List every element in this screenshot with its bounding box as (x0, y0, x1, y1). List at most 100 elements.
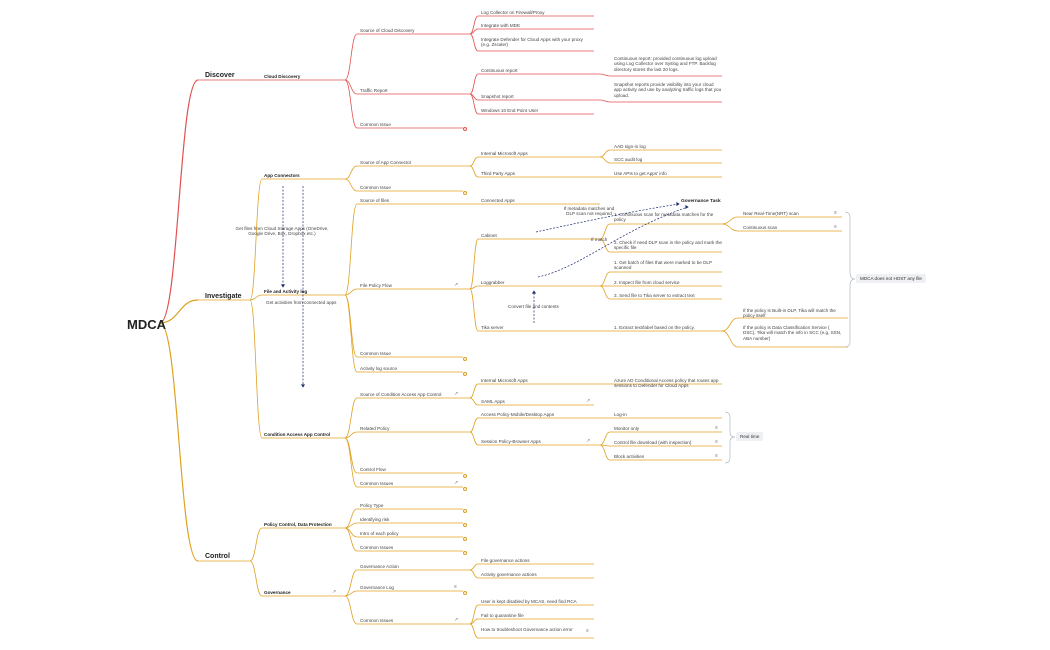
external-link-icon[interactable]: ↗ (454, 282, 459, 288)
collapsed-indicator[interactable] (463, 191, 467, 195)
leaf-activity-governance[interactable]: Activity governance actions (481, 572, 537, 577)
node-common-issues-governance[interactable]: Common Issues (360, 618, 394, 623)
node-related-policy[interactable]: Related Policy (360, 426, 390, 431)
node-caac[interactable]: Condition Access App Control (264, 432, 331, 437)
node-source-app-connector[interactable]: Source of App Connector (360, 160, 412, 165)
node-policy-type[interactable]: Policy Type (360, 503, 384, 508)
external-link-icon[interactable]: ↗ (454, 391, 459, 397)
external-link-icon[interactable]: ↗ (454, 617, 459, 623)
leaf-monitor-only[interactable]: Monitor only (614, 426, 640, 431)
branch-control[interactable]: Control (205, 553, 230, 560)
node-intro-policy[interactable]: Intro of each policy (360, 531, 399, 536)
node-governance-log[interactable]: Governance Log (360, 585, 394, 590)
node-policy-control[interactable]: Policy Control, Data Protection (264, 522, 332, 527)
notes-icon[interactable]: ≡ (834, 224, 837, 230)
notes-icon[interactable]: ≡ (834, 210, 837, 216)
summary-real-time[interactable]: Real time (736, 432, 764, 441)
external-link-icon[interactable]: ↗ (586, 438, 591, 444)
leaf-internal-ms-apps[interactable]: Internal Microsoft Apps (481, 151, 528, 156)
external-link-icon[interactable]: ↗ (586, 398, 591, 404)
leaf-log-collector[interactable]: Log Collector on Firewall/Proxy (481, 10, 545, 15)
notes-icon[interactable]: ≡ (715, 453, 718, 459)
leaf-fail-quarantine[interactable]: Fail to quarantine file (481, 613, 524, 618)
collapsed-indicator[interactable] (463, 509, 467, 513)
node-file-activity-log[interactable]: File and Activity log (264, 289, 308, 294)
collapsed-indicator[interactable] (463, 474, 467, 478)
node-file-policy-flow[interactable]: File Policy Flow (360, 283, 392, 288)
leaf-continuous-scan[interactable]: Continuous scan (743, 225, 778, 230)
leaf-session-policy[interactable]: Session Policy-Browser Apps (481, 439, 541, 444)
node-governance-action[interactable]: Governance Action (360, 564, 399, 569)
leaf-loggrabber-step2[interactable]: 2. Inspect file from cloud service (614, 280, 680, 285)
node-control-flow[interactable]: Control Flow (360, 467, 386, 472)
collapsed-indicator[interactable] (463, 487, 467, 491)
leaf-control-download[interactable]: Control file download (with inspection) (614, 440, 692, 445)
collapsed-indicator[interactable] (463, 537, 467, 541)
leaf-use-apis[interactable]: Use APIs to get Apps' info (614, 171, 667, 176)
collapsed-indicator[interactable] (463, 591, 467, 595)
node-source-cloud-discovery[interactable]: Source of Cloud Discovery (360, 28, 415, 33)
node-activity-log-source[interactable]: Activity log source (360, 366, 398, 371)
connector-line (599, 271, 611, 287)
node-source-of-files[interactable]: Source of files (360, 198, 390, 203)
leaf-continuous-report[interactable]: Continuous report (481, 68, 518, 73)
leaf-loggrabber-step3[interactable]: 3. Send file to Tika server to extract t… (614, 293, 695, 298)
leaf-cabinet-step2[interactable]: 2. Check if need DLP scan in the policy … (614, 240, 722, 251)
leaf-troubleshoot-governance[interactable]: How to troubleshoot Governance action er… (481, 627, 573, 632)
collapsed-indicator[interactable] (463, 551, 467, 555)
leaf-loggrabber-step1[interactable]: 1. Get batch of files that were marked t… (614, 260, 712, 271)
node-common-issue-discover[interactable]: Common Issue (360, 122, 391, 127)
leaf-integrate-mde[interactable]: Integrate with MDE (481, 23, 521, 28)
collapsed-indicator[interactable] (463, 372, 467, 376)
node-loggrabber[interactable]: Loggrabber (481, 280, 505, 285)
leaf-connected-apps[interactable]: Connected Apps (481, 198, 515, 203)
node-tika-server[interactable]: Tika server (481, 325, 504, 330)
collapsed-indicator[interactable] (463, 127, 467, 131)
collapsed-indicator[interactable] (463, 523, 467, 527)
node-app-connectors[interactable]: App Connectors (264, 173, 300, 178)
node-common-issue-files[interactable]: Common Issue (360, 351, 391, 356)
leaf-integrate-proxy[interactable]: Integrate Defender for Cloud Apps with y… (481, 37, 583, 48)
leaf-file-governance[interactable]: File governance actions (481, 558, 530, 563)
root-node[interactable]: MDCA (127, 317, 166, 332)
leaf-user-disabled[interactable]: User is kept disabled by MCAS, need find… (481, 599, 577, 604)
leaf-login[interactable]: Log-in (614, 412, 627, 417)
notes-icon[interactable]: ≡ (715, 439, 718, 445)
leaf-azure-ca[interactable]: Azure AD Conditional Access policy that … (614, 378, 719, 389)
notes-icon[interactable]: ≡ (586, 628, 589, 634)
node-governance[interactable]: Governance (264, 590, 291, 595)
leaf-snapshot-report[interactable]: Snapshot report (481, 94, 514, 99)
node-identifying-risk[interactable]: Identifying risk (360, 517, 390, 522)
connector-line (344, 595, 358, 625)
node-source-caac[interactable]: Source of Condition Access App Control (360, 392, 442, 397)
leaf-tika-step1[interactable]: 1. Extract text/label based on the polic… (614, 325, 695, 330)
leaf-access-policy[interactable]: Access Policy-Mobile/Desktop Apps (481, 412, 555, 417)
leaf-nrt-scan[interactable]: Near Real-Time(NRT) scan (743, 211, 799, 216)
node-cloud-discovery[interactable]: Cloud Discovery (264, 74, 301, 79)
node-common-issues-caac[interactable]: Common Issues (360, 481, 394, 486)
node-traffic-report[interactable]: Traffic Report (360, 88, 388, 93)
leaf-saml-apps[interactable]: SAML Apps (481, 399, 505, 404)
leaf-internal-ms-apps-2[interactable]: Internal Microsoft Apps (481, 378, 528, 383)
node-cabinet[interactable]: Cabinet (481, 233, 497, 238)
notes-icon[interactable]: ≡ (715, 425, 718, 431)
leaf-third-party-apps[interactable]: Third Party Apps (481, 171, 515, 176)
external-link-icon[interactable]: ↗ (332, 589, 337, 595)
node-common-issues-policy[interactable]: Common Issues (360, 545, 394, 550)
branch-investigate[interactable]: Investigate (205, 293, 242, 300)
node-governance-task[interactable]: Governance Task (681, 199, 721, 204)
leaf-cabinet-step1[interactable]: 1. Continuous scan for metadata matches … (614, 212, 714, 223)
summary-mdca-not-host[interactable]: MDCA does not HOST any file (856, 274, 926, 283)
branch-discover[interactable]: Discover (205, 72, 235, 79)
collapsed-indicator[interactable] (463, 357, 467, 361)
leaf-aad-log[interactable]: AAD sign-in log (614, 144, 646, 149)
leaf-block-activities[interactable]: Block activities (614, 454, 645, 459)
leaf-windows10[interactable]: Windows 10 End Point User (481, 108, 539, 113)
leaf-tika-dsc[interactable]: If the policy is Data Classification Ser… (743, 325, 842, 341)
node-common-issue-connectors[interactable]: Common Issue (360, 185, 391, 190)
notes-icon[interactable]: ≡ (454, 584, 457, 590)
external-link-icon[interactable]: ↗ (454, 480, 459, 486)
leaf-scc-log[interactable]: SCC audit log (614, 157, 643, 162)
leaf-tika-builtin[interactable]: If the policy is Built-in DLP, Tika will… (743, 308, 836, 319)
connector-line (599, 238, 611, 253)
